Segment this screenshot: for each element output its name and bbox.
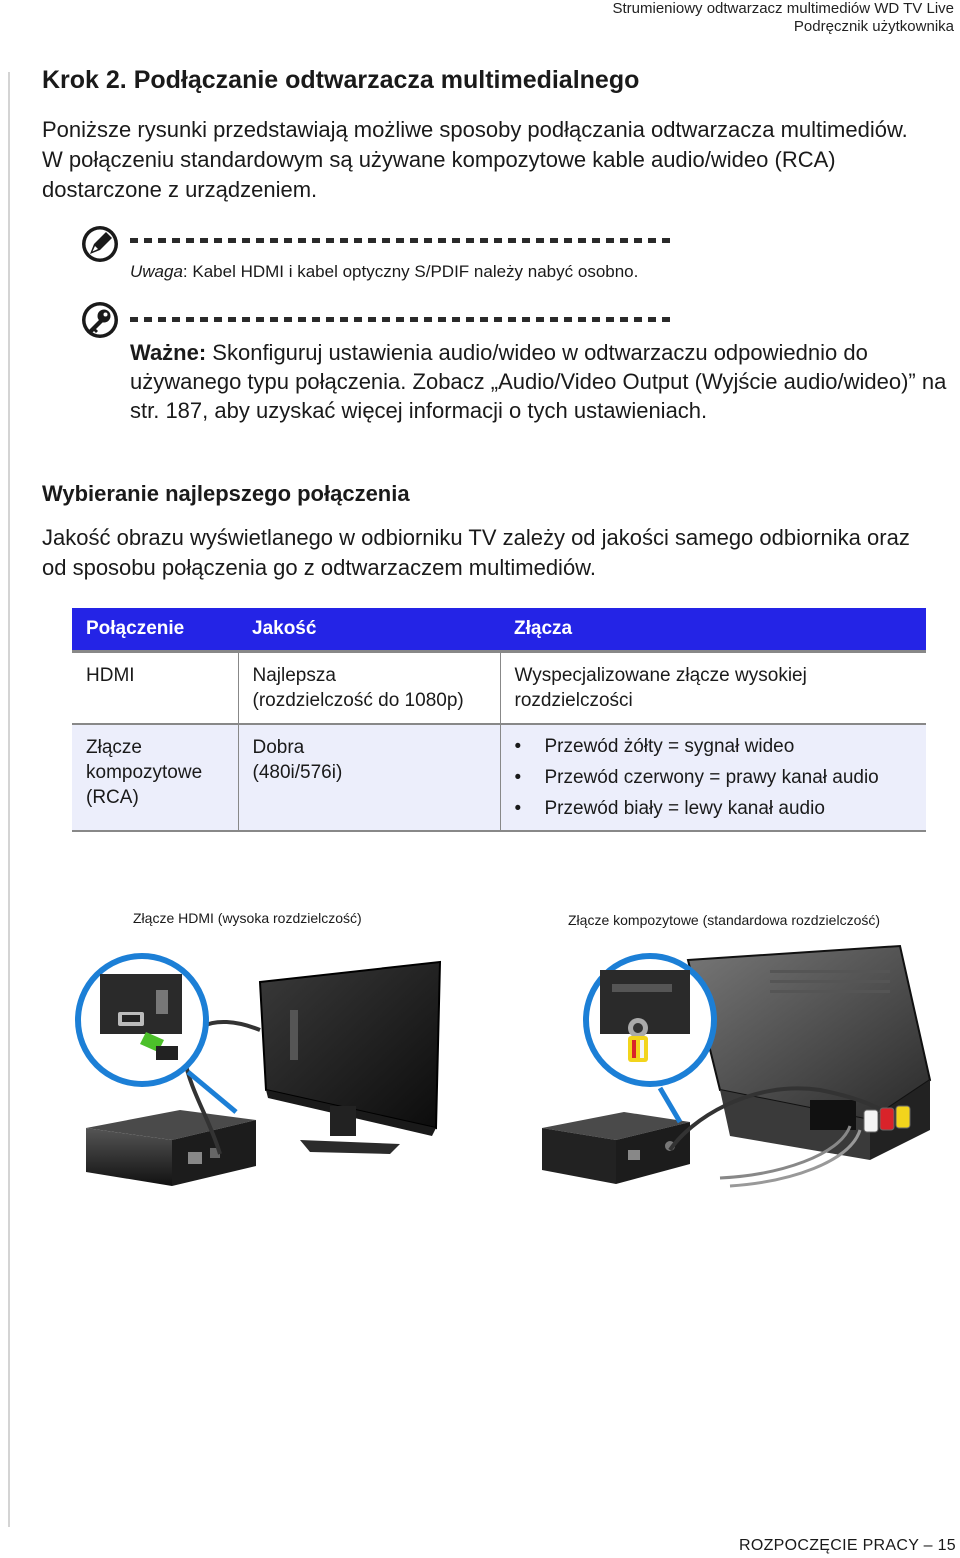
quality-line: (rozdzielczość do 1080p) [252, 690, 464, 711]
connection-line: kompozytowe [86, 762, 203, 783]
cell-connectors: Przewód żółty = sygnał wideo Przewód cze… [499, 724, 926, 832]
quality-line: (480i/576i) [252, 762, 343, 783]
player-box-icon [86, 1110, 256, 1186]
important-label: Ważne: [130, 340, 207, 365]
note-text: : Kabel HDMI i kabel optyczny S/PDIF nal… [182, 262, 639, 281]
composite-figure-caption: Złącze kompozytowe (standardowa rozdziel… [568, 912, 881, 928]
hdmi-zoom-circle [75, 953, 209, 1087]
rca-cable [668, 1086, 892, 1152]
composite-connection-illustration [542, 944, 932, 1188]
tv-crt-icon [686, 944, 932, 1160]
rca-plugs-icon [719, 1105, 911, 1188]
page-margin-line [8, 72, 10, 1527]
subsection-title: Wybieranie najlepszego połączenia [42, 481, 410, 506]
important-separator [130, 317, 670, 322]
hdmi-figure-caption: Złącze HDMI (wysoka rozdzielczość) [133, 910, 362, 926]
key-important-icon [80, 300, 120, 340]
subsection-paragraph: Jakość obrazu wyświetlanego w odbiorniku… [42, 525, 910, 580]
hdmi-connection-illustration [75, 953, 442, 1186]
important-note: Ważne: Skonfiguruj ustawienia audio/wide… [130, 338, 950, 425]
table-header-quality: Jakość [238, 608, 500, 653]
tv-flat-icon [258, 960, 442, 1154]
table-row: HDMI Najlepsza (rozdzielczość do 1080p) … [72, 651, 926, 725]
pen-note-icon [80, 224, 120, 264]
list-item: Przewód żółty = sygnał wideo [515, 731, 913, 762]
list-item: Przewód czerwony = prawy kanał audio [515, 762, 913, 793]
section-title: Krok 2. Podłączanie odtwarzacza multimed… [42, 66, 640, 94]
cell-quality: Dobra (480i/576i) [237, 724, 500, 832]
connection-table: Połączenie Jakość Złącza HDMI Najlepsza … [72, 608, 926, 832]
table-header-connectors: Złącza [500, 608, 926, 653]
note-label: Uwaga [130, 262, 183, 281]
quality-line: Dobra [252, 737, 305, 758]
running-header: Strumieniowy odtwarzacz multimediów WD T… [613, 0, 955, 36]
note-separator [130, 238, 670, 243]
intro-paragraph: Poniższe rysunki przedstawiają możliwe s… [42, 117, 908, 202]
connection-line: Złącze [86, 737, 142, 758]
quality-line: Najlepsza [252, 665, 336, 686]
connection-line: (RCA) [86, 787, 139, 808]
important-text: Skonfiguruj ustawienia audio/wideo w odt… [130, 340, 947, 423]
header-title: Strumieniowy odtwarzacz multimediów WD T… [612, 0, 955, 17]
header-subtitle: Podręcznik użytkownika [793, 18, 954, 35]
table-header-row: Połączenie Jakość Złącza [72, 608, 926, 653]
cable-list: Przewód żółty = sygnał wideo Przewód cze… [515, 731, 913, 824]
cell-connectors: Wyspecjalizowane złącze wysokiej rozdzie… [499, 651, 926, 725]
composite-zoom-circle [583, 953, 717, 1087]
note: Uwaga: Kabel HDMI i kabel optyczny S/PDI… [130, 262, 638, 282]
cell-connection: HDMI [72, 651, 238, 725]
table-header-connection: Połączenie [72, 608, 238, 653]
cell-connection: Złącze kompozytowe (RCA) [72, 724, 238, 832]
cell-quality: Najlepsza (rozdzielczość do 1080p) [237, 651, 500, 725]
list-item: Przewód biały = lewy kanał audio [515, 793, 913, 824]
table-row: Złącze kompozytowe (RCA) Dobra (480i/576… [72, 724, 926, 832]
player-box-icon [542, 1112, 690, 1184]
rca-jack-plug-icon [628, 1036, 648, 1062]
page-footer: ROZPOCZĘCIE PRACY – 15 [738, 1537, 956, 1554]
